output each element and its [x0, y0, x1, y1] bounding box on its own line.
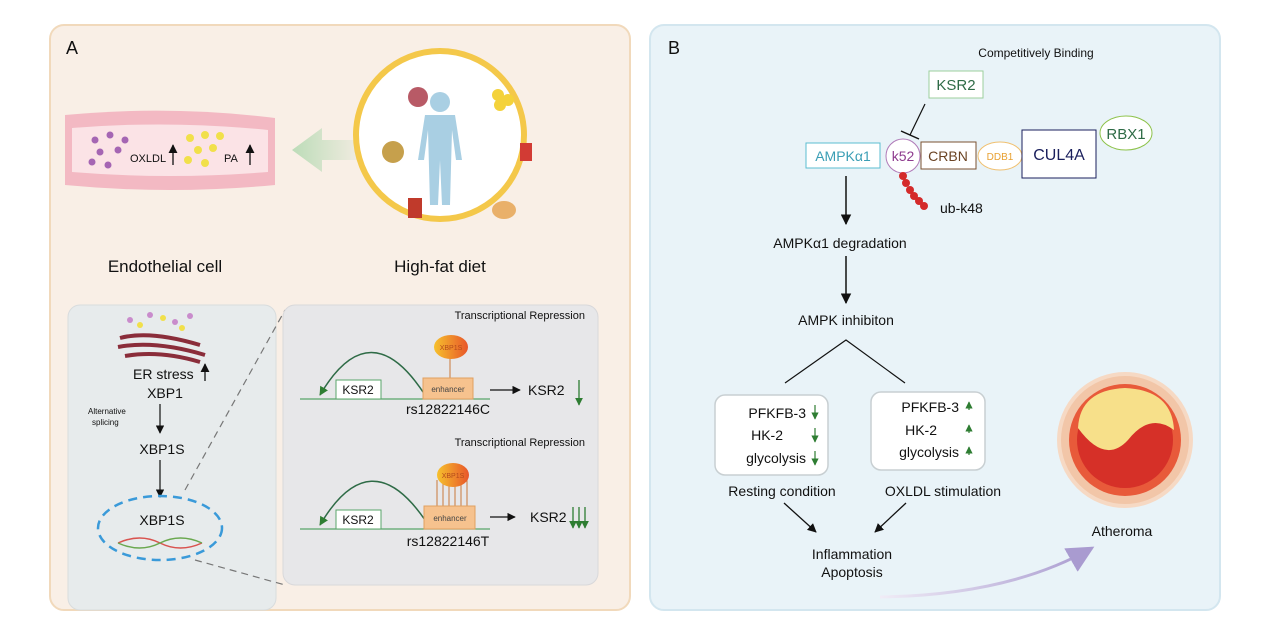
zoom-line: [194, 559, 286, 586]
gene-label: KSR2: [342, 513, 374, 527]
resting-item: HK-2: [751, 427, 783, 443]
alt-splicing-label-2: splicing: [92, 418, 119, 427]
resting-item: PFKFB-3: [748, 405, 806, 421]
oxldl-label: OXLDL: [130, 153, 166, 165]
output-label: KSR2: [528, 382, 565, 398]
triple-down-arrow-icon: [569, 507, 589, 529]
atheroma-icon: [1057, 372, 1193, 508]
resting-caption: Resting condition: [728, 483, 835, 499]
factor-label: XBP1S: [442, 473, 465, 480]
er-stress-label: ER stress: [133, 366, 194, 382]
cul4a-box: [1021, 129, 1097, 179]
xbp1-label: XBP1: [147, 385, 183, 401]
factor-label: XBP1S: [440, 345, 463, 352]
output-label: KSR2: [530, 509, 567, 525]
inhibition-line: [909, 103, 926, 136]
nucleus-xbp1s-label: XBP1S: [139, 512, 184, 528]
k52-label: k52: [892, 148, 915, 164]
enhancer-label: enhancer: [433, 514, 467, 523]
repression-title: Transcriptional Repression: [455, 437, 585, 449]
resting-item: glycolysis: [746, 450, 806, 466]
panel-a: A OXLDL PA: [49, 24, 631, 611]
progression-arrow: [879, 546, 1095, 599]
competitive-binding-label: Competitively Binding: [978, 46, 1093, 60]
soda-icon: [520, 143, 532, 161]
rbx1-label: RBX1: [1106, 126, 1145, 143]
panel-b-label: B: [668, 38, 680, 58]
crbn-label: CRBN: [928, 148, 968, 164]
resting-box: PFKFB-3 HK-2 glycolysis: [714, 394, 829, 476]
snp-label: rs12822146T: [407, 533, 490, 549]
repression-top: Transcriptional Repression KSR2 XBP1S en…: [300, 310, 585, 417]
gene-label: KSR2: [342, 383, 374, 397]
ksr2-label: KSR2: [936, 77, 975, 94]
ksr2-box: [928, 70, 984, 99]
repression-panel: Transcriptional Repression KSR2 XBP1S en…: [282, 304, 599, 586]
fries-icon: [408, 198, 422, 218]
panel-a-label: A: [66, 38, 78, 58]
oxldl-item: glycolysis: [899, 444, 959, 460]
enhancer-label: enhancer: [431, 385, 465, 394]
oxldl-item: PFKFB-3: [901, 399, 959, 415]
blood-vessel: OXLDL PA: [65, 110, 275, 190]
cell-panel: ER stress XBP1 Alternative splicing XBP1…: [67, 304, 277, 611]
meat-icon: [408, 87, 428, 107]
burger-icon: [382, 141, 404, 163]
xbp1s-factor: [434, 335, 468, 359]
oxldl-item: HK-2: [905, 422, 937, 438]
repression-arc: [319, 352, 426, 396]
ampk-label: AMPKα1: [815, 148, 871, 164]
zoom-line: [184, 309, 286, 491]
ddb1-label: DDB1: [987, 152, 1014, 163]
repression-bottom: Transcriptional Repression KSR2 XBP1S en…: [300, 437, 589, 549]
repression-title: Transcriptional Repression: [455, 310, 585, 322]
high-fat-diet-label: High-fat diet: [394, 257, 486, 276]
snp-label: rs12822146C: [406, 401, 490, 417]
pa-label: PA: [224, 153, 239, 165]
oxldl-caption: OXLDL stimulation: [885, 483, 1001, 499]
panel-b: B Competitively Binding KSR2 AMPKα1 k52 …: [649, 24, 1221, 611]
person-silhouette-icon: [418, 92, 462, 205]
inflammation-label: Inflammation: [812, 546, 892, 562]
apoptosis-label: Apoptosis: [821, 564, 882, 580]
flow-arrow-icon: [292, 128, 362, 172]
ampk-box: [805, 142, 881, 169]
onion-rings-icon: [492, 89, 514, 111]
er-icon: [117, 333, 206, 364]
high-fat-diet-illustration: [353, 48, 532, 222]
ubiquitin-chain-icon: [899, 172, 928, 210]
oxldl-box: PFKFB-3 HK-2 glycolysis: [870, 391, 986, 471]
cul4a-label: CUL4A: [1033, 147, 1085, 164]
alt-splicing-label: Alternative: [88, 407, 126, 416]
endothelial-cell-label: Endothelial cell: [108, 257, 222, 276]
xbp1s-label: XBP1S: [139, 441, 184, 457]
inhibition-label: AMPK inhibiton: [798, 312, 894, 328]
pastry-icon: [492, 201, 516, 219]
crbn-box: [920, 141, 977, 170]
ub-k48-label: ub-k48: [940, 200, 983, 216]
nucleus: [96, 494, 224, 562]
rbx1-ellipse: [1099, 115, 1153, 151]
degradation-label: AMPKα1 degradation: [773, 235, 906, 251]
atheroma-label: Atheroma: [1092, 523, 1153, 539]
